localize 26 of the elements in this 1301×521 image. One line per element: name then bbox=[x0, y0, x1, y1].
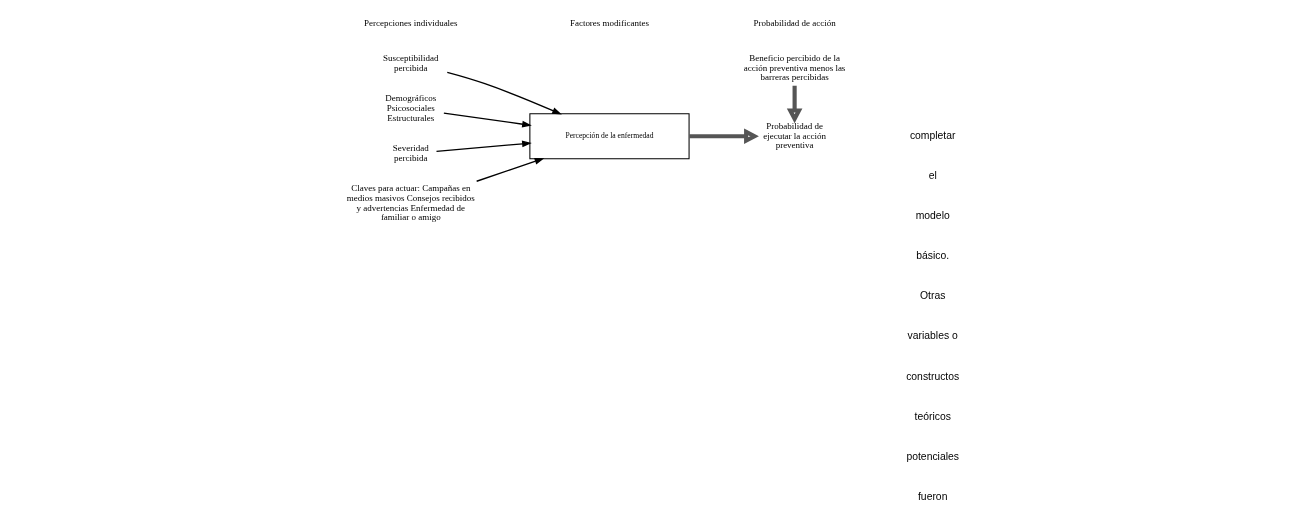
arrow bbox=[688, 128, 759, 145]
label: Otras bbox=[919, 290, 945, 302]
node-text: Severidad percibida bbox=[392, 143, 429, 163]
arrow bbox=[475, 158, 544, 182]
node-text: Beneficio percibido de la acción preventiva menos las barreras percibidas bbox=[743, 53, 845, 83]
label: básico. bbox=[915, 250, 949, 262]
label: variables o bbox=[907, 330, 958, 342]
label: completar bbox=[909, 129, 955, 141]
label: fueron bbox=[917, 490, 947, 502]
label: el bbox=[928, 169, 937, 181]
label: potenciales bbox=[905, 450, 959, 462]
arrow bbox=[446, 71, 562, 115]
arrow bbox=[786, 85, 802, 124]
label: constructos bbox=[905, 370, 959, 382]
node-text: Demográficos Psicosociales Estructurales bbox=[384, 93, 436, 123]
label: teóricos bbox=[914, 410, 951, 422]
node-text: Probabilidad de ejecutar la acción preventiva bbox=[762, 120, 826, 151]
node-box: Percepción de la enfermedad bbox=[528, 113, 690, 160]
label: Factores modificantes bbox=[569, 17, 649, 28]
node-text: Claves para actuar: Campañas en medios masivos Consejos recibidos y advertencias Enfermedad de familiar o amigo bbox=[346, 183, 475, 223]
node-text: Susceptibilidad percibida bbox=[382, 53, 439, 73]
label: Percepciones individuales bbox=[363, 17, 458, 28]
arrow bbox=[442, 112, 532, 128]
label: Probabilidad de acción bbox=[752, 17, 836, 28]
arrow bbox=[435, 140, 532, 153]
label: modelo bbox=[915, 209, 950, 221]
